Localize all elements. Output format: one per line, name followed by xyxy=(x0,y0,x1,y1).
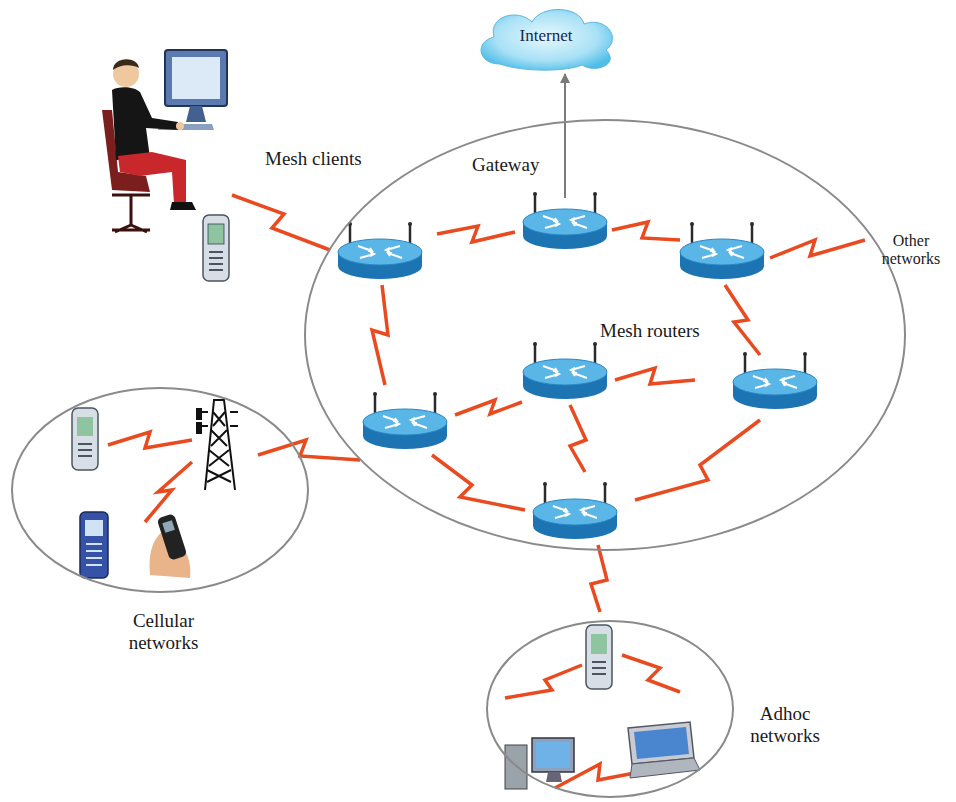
client-person xyxy=(102,50,227,232)
text-slot: Internet xyxy=(470,26,622,46)
node-label: Adhoc networks xyxy=(740,703,830,747)
region-ellipse xyxy=(305,120,905,550)
adhoc-devices xyxy=(505,625,700,789)
cellular-devices xyxy=(72,400,238,578)
client-phone xyxy=(203,215,229,281)
text-slot: Mesh routers xyxy=(600,320,750,342)
node-label: Cellular networks xyxy=(116,610,211,654)
text-slot: Adhoc networks xyxy=(740,703,830,747)
cellular-network-region: Cellular networks xyxy=(8,385,312,660)
mesh-network-region: GatewayMesh routers xyxy=(303,118,907,552)
mesh-clients-label: Mesh clients xyxy=(265,148,405,170)
adhoc-network-region: Adhoc networks xyxy=(485,618,830,800)
node-label: Internet xyxy=(470,26,622,46)
other-networks-label: Other networks xyxy=(872,232,950,269)
text-slot: Cellular networks xyxy=(116,610,211,654)
region-ellipse xyxy=(487,621,733,797)
label-slot: Other networks xyxy=(872,232,950,269)
region-ellipse xyxy=(12,388,308,592)
wireless-links xyxy=(108,195,865,788)
internet-cloud: Internet xyxy=(470,2,622,74)
node-label: Gateway xyxy=(472,154,582,176)
label-slot: Mesh clients xyxy=(265,148,405,170)
gateway-router: Gateway xyxy=(522,198,608,250)
node-label: Mesh routers xyxy=(600,320,750,342)
uplink-arrow xyxy=(564,74,566,198)
mesh-router-icons xyxy=(338,192,817,539)
text-slot: Gateway xyxy=(472,154,582,176)
